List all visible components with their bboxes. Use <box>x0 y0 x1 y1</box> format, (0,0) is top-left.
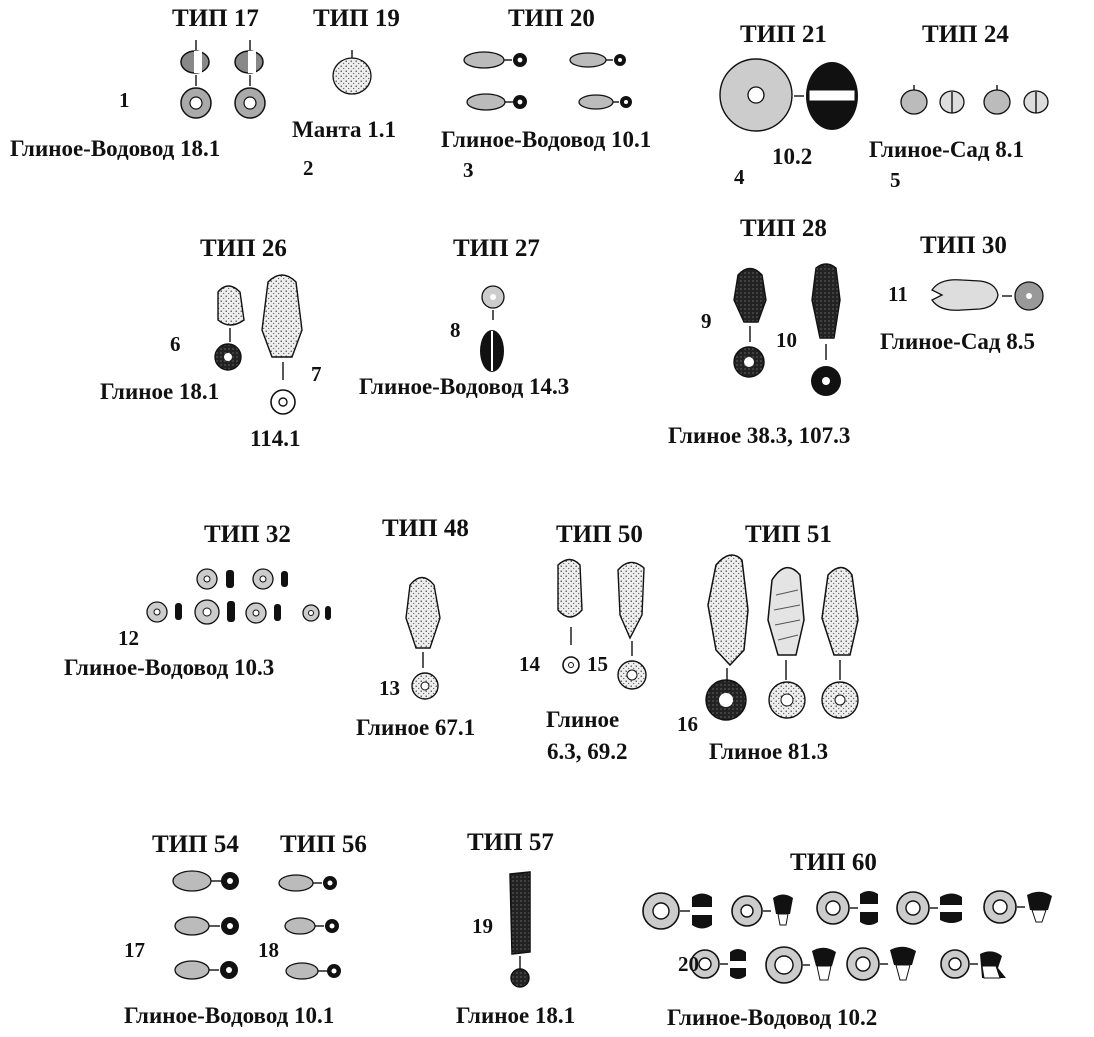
type-heading: ТИП 17 <box>172 5 259 32</box>
site-caption: Глиное-Водовод 18.1 <box>10 136 221 161</box>
figure-number: 18 <box>258 938 279 962</box>
figure-number: 15 <box>587 652 608 676</box>
type-heading: ТИП 28 <box>740 215 827 242</box>
site-caption: Глиное-Водовод 10.1 <box>441 127 652 152</box>
bead-group-type-51 <box>705 554 859 721</box>
type-heading: ТИП 48 <box>382 515 469 542</box>
type-heading: ТИП 51 <box>745 521 832 548</box>
bead-group-type-50 <box>557 558 647 690</box>
bead-group-type-24 <box>900 85 1049 115</box>
bead-group-type-21 <box>719 58 858 132</box>
figure-number: 20 <box>678 952 699 976</box>
site-caption: Глиное 81.3 <box>709 739 829 764</box>
figure-number: 3 <box>463 158 474 182</box>
bead-group-type-54 <box>172 870 239 980</box>
bead-group-type-20 <box>463 51 632 111</box>
site-caption: Глиное 67.1 <box>356 715 476 740</box>
figure-number: 4 <box>734 165 745 189</box>
type-heading: ТИП 50 <box>556 521 643 548</box>
type-heading: ТИП 30 <box>920 232 1007 259</box>
figure-number: 17 <box>124 938 145 962</box>
bead-group-type-48 <box>405 576 441 700</box>
site-caption: Глиное-Водовод 10.3 <box>64 655 275 680</box>
site-caption: Глиное 18.1 <box>456 1003 576 1028</box>
figure-number: 7 <box>311 362 322 386</box>
type-heading: ТИП 54 <box>152 831 239 858</box>
site-caption: Манта 1.1 <box>292 117 397 142</box>
figure-number: 5 <box>890 168 901 192</box>
figure-number: 14 <box>519 652 540 676</box>
bead-group-type-30 <box>931 279 1044 311</box>
type-heading: ТИП 20 <box>508 5 595 32</box>
site-caption: 114.1 <box>250 426 301 451</box>
bead-group-type-57 <box>509 871 531 988</box>
figure-number: 12 <box>118 626 139 650</box>
figure-number: 13 <box>379 676 400 700</box>
site-caption: Глиное-Водовод 10.2 <box>667 1005 878 1030</box>
figure-number: 11 <box>888 282 908 306</box>
site-caption: Глиное-Сад 8.1 <box>869 137 1025 162</box>
bead-group-type-60 <box>642 890 1052 984</box>
site-caption: 6.3, 69.2 <box>547 739 628 764</box>
bead-group-type-27 <box>480 285 505 372</box>
figure-number: 1 <box>119 88 130 112</box>
figure-number: 8 <box>450 318 461 342</box>
type-heading: ТИП 60 <box>790 849 877 876</box>
site-caption: Глиное <box>546 707 620 732</box>
figure-number: 10 <box>776 328 797 352</box>
bead-group-type-32 <box>146 568 331 625</box>
site-caption: Глиное 18.1 <box>100 379 220 404</box>
figure-number: 19 <box>472 914 493 938</box>
figure-number: 9 <box>701 309 712 333</box>
bead-group-type-19 <box>332 50 372 95</box>
type-heading: ТИП 24 <box>922 21 1009 48</box>
bead-group-type-56 <box>278 874 341 980</box>
type-heading: ТИП 19 <box>313 5 400 32</box>
type-heading: ТИП 27 <box>453 235 540 262</box>
figure-number: 2 <box>303 156 314 180</box>
type-heading: ТИП 21 <box>740 21 827 48</box>
site-caption: Глиное-Сад 8.5 <box>880 329 1036 354</box>
type-heading: ТИП 32 <box>204 521 291 548</box>
bead-group-type-26 <box>214 274 303 415</box>
bead-group-type-28 <box>733 263 841 396</box>
type-heading: ТИП 57 <box>467 829 554 856</box>
site-caption: Глиное-Водовод 14.3 <box>359 374 570 399</box>
bead-group-type-17 <box>180 40 266 119</box>
type-heading: ТИП 26 <box>200 235 287 262</box>
figure-number: 6 <box>170 332 181 356</box>
type-heading: ТИП 56 <box>280 831 367 858</box>
site-caption: Глиное-Водовод 10.1 <box>124 1003 335 1028</box>
site-caption: Глиное 38.3, 107.3 <box>668 423 851 448</box>
figure-number: 16 <box>677 712 698 736</box>
site-caption: 10.2 <box>772 144 813 169</box>
